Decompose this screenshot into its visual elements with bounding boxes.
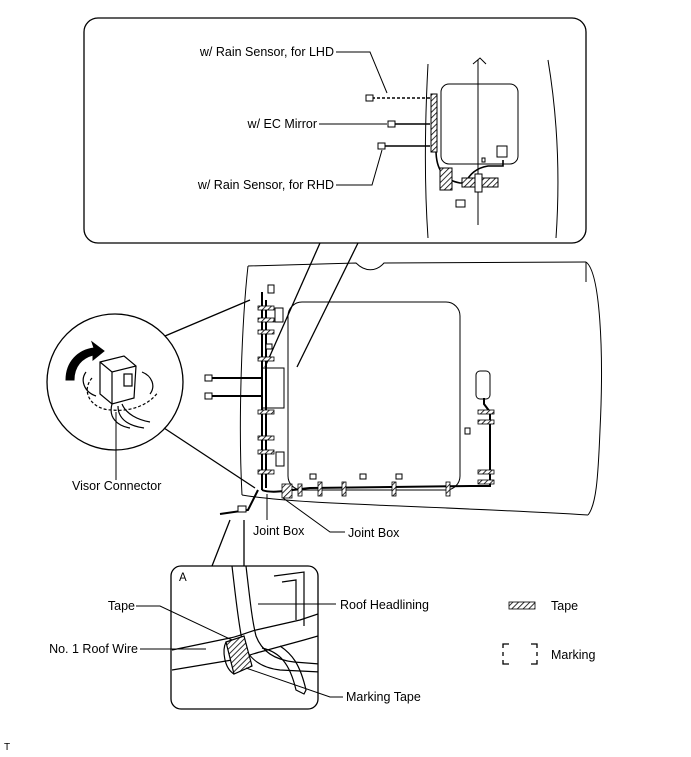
rotate-arrow-icon — [65, 340, 105, 381]
label-marking-tape: Marking Tape — [346, 690, 421, 704]
top-detail-headliner — [424, 57, 559, 239]
legend-marking-label: Marking — [551, 648, 596, 662]
top-detail-leaders — [319, 51, 388, 186]
label-rain-sensor-rhd: w/ Rain Sensor, for RHD — [197, 178, 334, 192]
legend-tape-swatch — [508, 601, 536, 610]
legend-tape-label: Tape — [551, 599, 579, 613]
detail-a-leaders — [136, 603, 343, 698]
label-detail-a: A — [179, 572, 187, 584]
label-roof-headlining: Roof Headlining — [340, 598, 429, 612]
document-id: T — [4, 742, 11, 753]
top-detail-callout — [83, 17, 587, 368]
label-visor-connector: Visor Connector — [72, 479, 162, 493]
visor-connector-callout — [46, 299, 256, 489]
label-no1-roof-wire: No. 1 Roof Wire — [49, 642, 138, 656]
detail-a-drawing — [171, 566, 318, 695]
main-harness-connectors — [204, 284, 285, 513]
label-tape: Tape — [107, 599, 135, 613]
legend-marking-icon — [502, 643, 538, 665]
visor-connector-drawing — [82, 355, 159, 429]
main-harness-clamps — [257, 305, 495, 499]
label-joint-box-left: Joint Box — [253, 524, 305, 538]
roof-headlining-outline — [239, 261, 602, 516]
joint-box-leaders — [266, 494, 345, 533]
label-joint-box-right: Joint Box — [348, 526, 400, 540]
label-ec-mirror: w/ EC Mirror — [247, 117, 317, 131]
main-wire-harness — [212, 292, 491, 515]
label-rain-sensor-lhd: w/ Rain Sensor, for LHD — [199, 45, 334, 59]
top-detail-connectors — [365, 93, 499, 193]
